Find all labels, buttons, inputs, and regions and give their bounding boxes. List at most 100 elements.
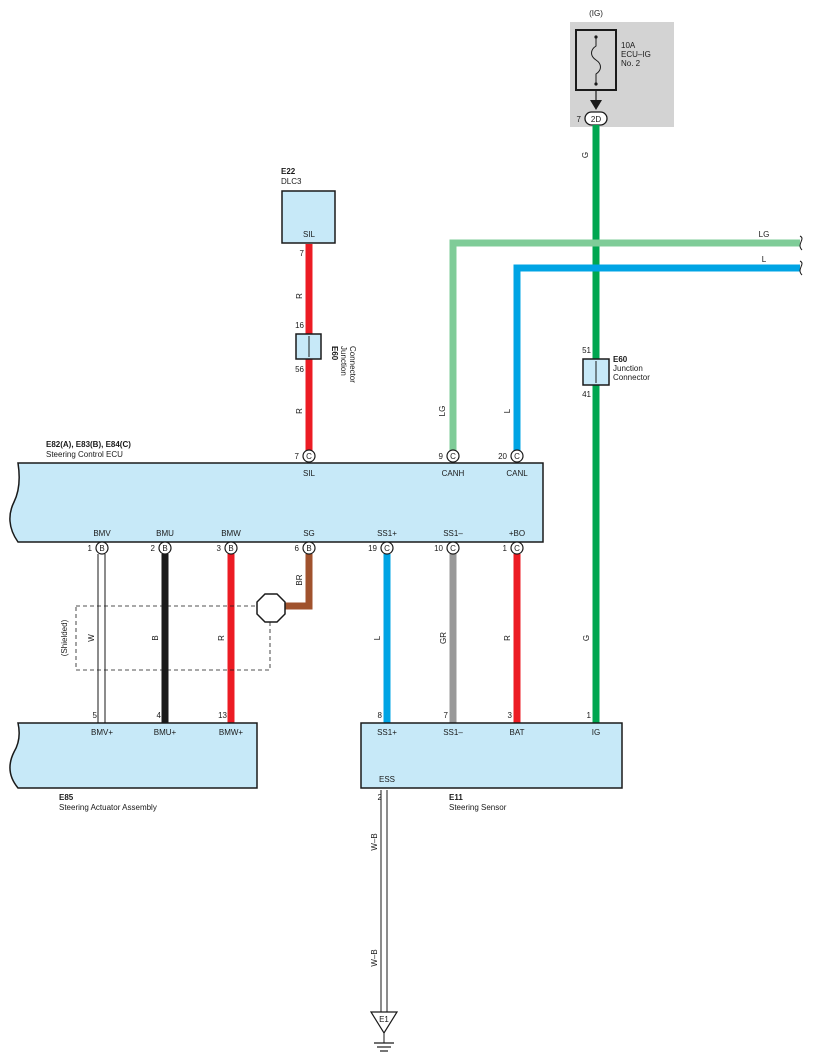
actuator-terminal: BMW+ [219, 728, 244, 737]
sensor-pin: 1 [587, 711, 592, 720]
sensor-terminal: SS1– [443, 728, 463, 737]
shield-ground-octagon-icon [256, 593, 286, 623]
ecu-bottom-terminal-bmv: BMV B 1 [88, 529, 111, 555]
fuse-rating: 10A [621, 41, 636, 50]
junction-right-pin-top: 51 [582, 346, 591, 355]
sensor-terminal: SS1+ [377, 728, 397, 737]
wire-label-r-upper: R [295, 293, 304, 299]
junction-right-name2: Connector [613, 373, 650, 382]
ecu-bottom-conn: B [228, 544, 233, 553]
wire-label-l-ss1p: L [373, 635, 382, 640]
sensor-terminal: BAT [510, 728, 525, 737]
fuse-arrow-icon [590, 100, 602, 110]
ecu-top-label: CANH [442, 469, 465, 478]
wire-lg-canh [449, 239, 800, 452]
ecu-bottom-terminal-sg: SG B 6 [295, 529, 316, 555]
ecu-bottom-label: SG [303, 529, 315, 538]
ground-triangle-icon [369, 1011, 399, 1035]
ecu-bottom-pin: 2 [151, 544, 156, 553]
ecu-code: E82(A), E83(B), E84(C) [46, 440, 131, 449]
dlc3-name: DLC3 [281, 177, 302, 186]
fuse-icon [591, 36, 601, 84]
fuse-connector-id: 2D [591, 115, 601, 124]
wire-label-b: B [151, 635, 160, 640]
ecu-top-label: CANL [506, 469, 528, 478]
fuse-connector-pin: 7 [577, 115, 582, 124]
ecu-bottom-pin: 3 [217, 544, 222, 553]
wire-label-lg-vertical: LG [438, 406, 447, 417]
dlc3-box [281, 190, 336, 244]
junction-left-name2: Connector [348, 346, 357, 383]
ecu-top-terminal-sil: C 7 SIL [295, 449, 316, 478]
fuse-background [570, 22, 674, 127]
wire-label-r-bmw: R [217, 635, 226, 641]
ecu-bottom-label: BMW [221, 529, 241, 538]
sensor-pin: 7 [444, 711, 449, 720]
ecu-bottom-conn: C [514, 544, 520, 553]
junction-right-name1: Junction [613, 364, 643, 373]
ecu-bottom-terminal-bmu: BMU B 2 [151, 529, 174, 555]
sensor-pin: 3 [508, 711, 513, 720]
fuse-terminal-dot-bottom [594, 82, 598, 86]
ecu-bottom-conn: C [384, 544, 390, 553]
ecu-top-pin: 9 [439, 452, 444, 461]
junction-left-pin-top: 16 [295, 321, 304, 330]
sensor-code: E11 [449, 793, 463, 802]
wire-label-l-bus: L [762, 255, 767, 264]
wire-label-r-lower: R [295, 408, 304, 414]
ecu-bottom-label: SS1– [443, 529, 463, 538]
ecu-top-terminal-canl: C 20 CANL [498, 449, 528, 478]
wire-label-gr: GR [439, 632, 448, 644]
ecu-bottom-label: SS1+ [377, 529, 397, 538]
ecu-name: Steering Control ECU [46, 450, 123, 459]
actuator-pin: 5 [93, 711, 98, 720]
actuator-code: E85 [59, 793, 74, 802]
dlc3-code: E22 [281, 167, 296, 176]
dlc3-pin: 7 [300, 249, 305, 258]
sensor-pin: 8 [378, 711, 383, 720]
ecu-top-label: SIL [303, 469, 316, 478]
ecu-bottom-conn: B [162, 544, 167, 553]
wire-label-wb-upper: W–B [370, 833, 379, 850]
sensor-terminal: IG [592, 728, 600, 737]
ecu-bottom-pin: 19 [368, 544, 377, 553]
ecu-bottom-terminal-bmw: BMW B 3 [217, 529, 241, 555]
ecu-top-terminal-canh: C 9 CANH [439, 449, 465, 478]
ecu-bottom-label: BMV [93, 529, 111, 538]
ecu-top-pin: 20 [498, 452, 507, 461]
junction-right-pin-bottom: 41 [582, 390, 591, 399]
fuse-number: No. 2 [621, 59, 641, 68]
ecu-bottom-conn: B [99, 544, 104, 553]
actuator-terminal: BMV+ [91, 728, 113, 737]
junction-left-pin-bottom: 56 [295, 365, 304, 374]
wire-l-canl [513, 264, 800, 452]
ecu-top-pin: 7 [295, 452, 300, 461]
junction-left-name1: Junction [339, 346, 348, 376]
actuator-name: Steering Actuator Assembly [59, 803, 157, 812]
sensor-ground-pin: 2 [378, 793, 383, 802]
wire-label-l-vertical: L [503, 408, 512, 413]
ecu-bottom-label: BMU [156, 529, 174, 538]
wire-label-g-ig: G [582, 635, 591, 641]
dlc3-terminal: SIL [303, 230, 316, 239]
ecu-top-conn: C [514, 452, 520, 461]
sensor-ground-terminal: ESS [379, 775, 395, 784]
junction-left-code: E60 [330, 346, 339, 361]
shield-label: (Shielded) [60, 619, 69, 656]
shield-box [75, 605, 271, 671]
ecu-bottom-terminal-ss1m: SS1– C 10 [434, 529, 463, 555]
ecu-bottom-pin: 10 [434, 544, 443, 553]
ecu-bottom-terminal-ss1p: SS1+ C 19 [368, 529, 397, 555]
sensor-name: Steering Sensor [449, 803, 507, 812]
sensor-box [360, 722, 623, 789]
ecu-bottom-pin: 1 [503, 544, 508, 553]
ecu-top-conn: C [450, 452, 456, 461]
wire-label-g-top: G [581, 152, 590, 158]
ecu-bottom-pin: 1 [88, 544, 93, 553]
actuator-pin: 4 [157, 711, 162, 720]
ecu-bottom-conn: C [450, 544, 456, 553]
ecu-bottom-conn: B [306, 544, 311, 553]
junction-right-code: E60 [613, 355, 628, 364]
ecu-bottom-label: +BO [509, 529, 525, 538]
